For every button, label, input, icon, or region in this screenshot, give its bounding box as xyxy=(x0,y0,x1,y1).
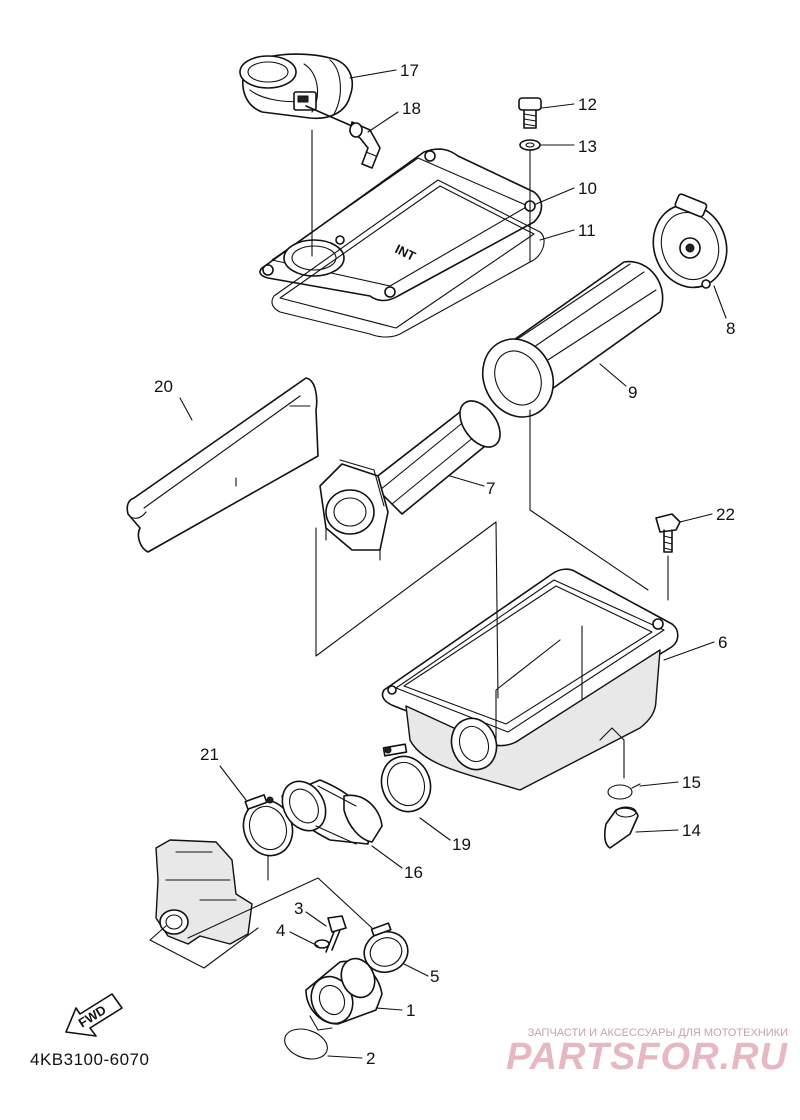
callout-19: 19 xyxy=(452,835,471,854)
part-17-intake-duct[interactable] xyxy=(239,53,354,120)
part-15-clip[interactable] xyxy=(607,783,641,800)
leader-lines xyxy=(179,69,727,1059)
callout-4: 4 xyxy=(276,921,286,940)
callout-5: 5 xyxy=(430,967,440,986)
carburetor-reference xyxy=(149,839,259,969)
watermark-logo: PARTSFOR.RU xyxy=(506,1036,788,1078)
part-6-air-cleaner-case[interactable] xyxy=(381,568,679,791)
part-18-breather-hose[interactable] xyxy=(305,105,381,169)
callout-3: 3 xyxy=(294,899,304,918)
callout-6: 6 xyxy=(718,633,728,652)
part-14-drain-cap[interactable] xyxy=(604,806,639,849)
callout-10: 10 xyxy=(578,179,597,198)
callout-8: 8 xyxy=(726,319,736,338)
part-16-joint[interactable] xyxy=(274,773,383,845)
part-5-clamp[interactable] xyxy=(358,922,413,978)
callout-14: 14 xyxy=(682,821,701,840)
part-9-filter-element[interactable] xyxy=(470,260,664,429)
callout-12: 12 xyxy=(578,95,597,114)
part-12-screw[interactable] xyxy=(518,97,542,129)
callout-9: 9 xyxy=(628,383,638,402)
callout-16: 16 xyxy=(404,863,423,882)
assembly-guide-lines xyxy=(187,129,669,939)
part-1-carburetor-joint[interactable] xyxy=(304,953,383,1031)
part-19-clamp[interactable] xyxy=(374,743,438,818)
callout-18: 18 xyxy=(402,99,421,118)
callout-13: 13 xyxy=(578,137,597,156)
fwd-direction-arrow: FWD xyxy=(65,993,123,1037)
part-20-filter-guide[interactable] xyxy=(126,377,319,553)
callout-11: 11 xyxy=(578,221,596,240)
part-2-o-ring[interactable] xyxy=(281,1024,331,1064)
part-13-washer[interactable] xyxy=(519,139,541,151)
callout-1: 1 xyxy=(406,1001,416,1020)
diagram-code: 4KB3100-6070 xyxy=(30,1050,150,1069)
part-7-intake-tube[interactable] xyxy=(319,394,508,561)
part-10-air-cleaner-cover[interactable] xyxy=(259,148,543,302)
callout-7: 7 xyxy=(486,479,496,498)
part-4-washer[interactable] xyxy=(314,939,330,949)
callout-15: 15 xyxy=(682,773,701,792)
callout-22: 22 xyxy=(716,505,735,524)
callout-2: 2 xyxy=(366,1049,376,1068)
watermark-tagline: ЗАПЧАСТИ И АКСЕССУАРЫ ДЛЯ МОТОТЕХНИКИ xyxy=(527,1027,788,1039)
callout-17: 17 xyxy=(400,61,419,80)
callout-20: 20 xyxy=(154,377,173,396)
part-11-cover-gasket[interactable] xyxy=(271,179,545,338)
callout-21: 21 xyxy=(200,745,219,764)
part-3-screw[interactable] xyxy=(325,915,347,953)
part-22-bolt[interactable] xyxy=(655,513,681,553)
part-8-end-cap[interactable] xyxy=(643,193,737,297)
